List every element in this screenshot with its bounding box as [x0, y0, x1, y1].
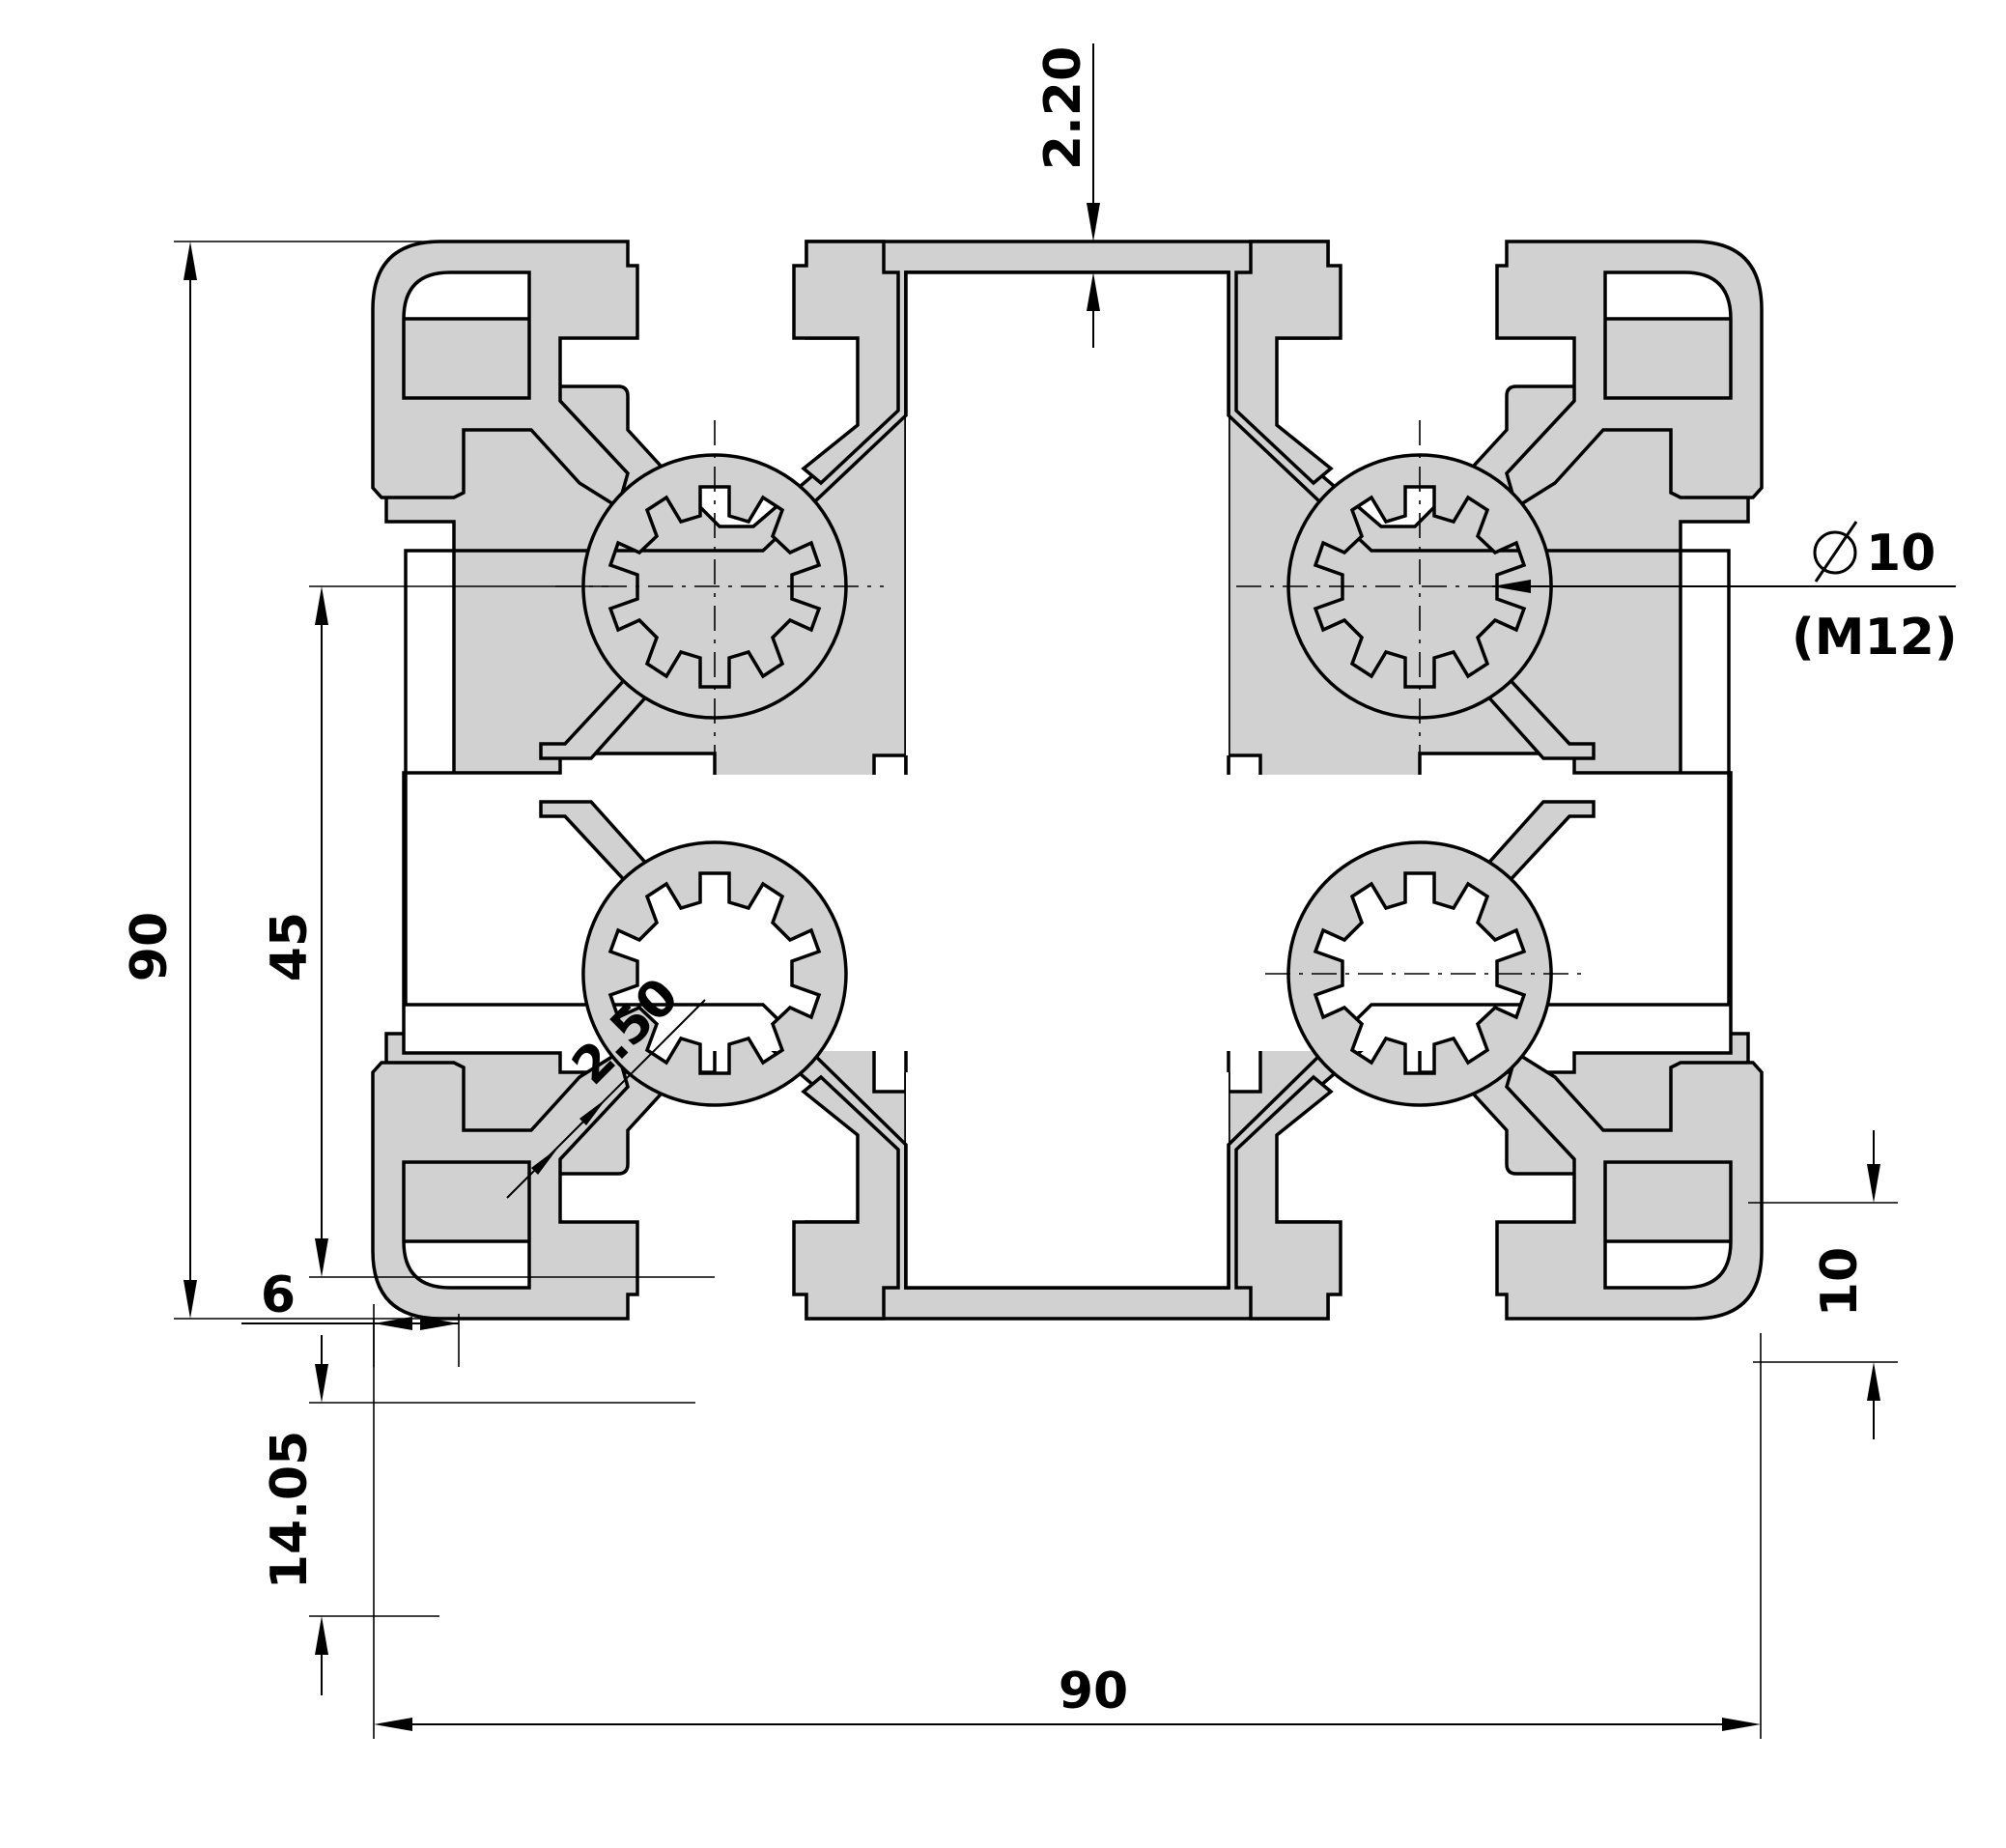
dim-slot-opening: 10 [1748, 1130, 1898, 1439]
dim-overall-width: 90 [373, 1319, 1762, 1739]
dim-overall-width-text: 90 [1059, 1663, 1128, 1720]
dim-wall-top: 2.20 [1034, 43, 1100, 348]
dim-bore-diameter-text: 10 [1866, 525, 1935, 583]
dim-overall-height-text: 90 [121, 912, 179, 981]
dim-slot-opening-text: 10 [1811, 1247, 1869, 1317]
dim-wall-top-text: 2.20 [1034, 46, 1092, 170]
dim-slot-width-text: 6 [261, 1266, 296, 1324]
dim-overall-height: 90 [121, 241, 628, 1320]
dim-slot-pitch: 45 [261, 585, 715, 1278]
aluminium-profile [371, 240, 1764, 1321]
dim-slot-pitch-text: 45 [261, 912, 319, 981]
dim-slot-width: 6 [241, 1266, 460, 1367]
diameter-icon [1813, 530, 1857, 575]
dim-edge-offset-text: 14.05 [261, 1431, 319, 1589]
dim-bore-thread-text: (M12) [1792, 609, 1958, 667]
dim-bore: 10 (M12) [1492, 521, 1958, 667]
dim-edge-offset: 14.05 [261, 1335, 695, 1695]
